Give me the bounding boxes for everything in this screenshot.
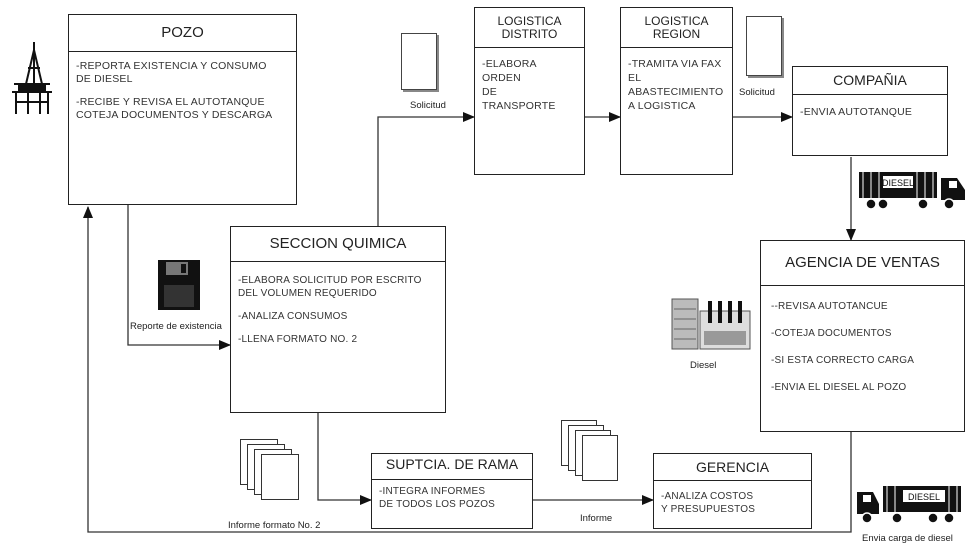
logistica-distrito-title-1: LOGISTICA: [497, 13, 562, 28]
pozo-line-1: -REPORTA EXISTENCIA Y CONSUMO: [76, 60, 267, 72]
region-line-1: -TRAMITA VIA FAX: [628, 58, 722, 70]
distrito-line-1: -ELABORA ORDEN: [482, 58, 537, 84]
agencia-line-5: -SI ESTA CORRECTO CARGA: [771, 355, 915, 366]
distrito-line-2: DE: [482, 86, 497, 98]
logistica-region-title-2: REGION: [652, 26, 701, 41]
solicitud-caption-2: Solicitud: [739, 87, 775, 98]
seccion-line-4: -ANALIZA CONSUMOS: [238, 311, 348, 322]
diesel-truck-icon: DIESEL: [859, 172, 965, 210]
gerencia-box: GERENCIA -ANALIZA COSTOS Y PRESUPUESTOS: [653, 453, 812, 529]
envia-carga-caption: Envia carga de diesel: [862, 533, 953, 544]
pozo-line-2: DE DIESEL: [76, 73, 133, 85]
truck-label: DIESEL: [882, 178, 914, 188]
logistica-region-title-1: LOGISTICA: [644, 13, 709, 28]
logistica-distrito-box: LOGISTICA DISTRITO -ELABORA ORDEN DE TRA…: [474, 7, 585, 175]
pozo-box: POZO -REPORTA EXISTENCIA Y CONSUMO DE DI…: [68, 14, 297, 205]
pozo-line-5: COTEJA DOCUMENTOS Y DESCARGA: [76, 109, 273, 121]
compania-line-1: -ENVIA AUTOTANQUE: [800, 106, 913, 118]
oil-platform-icon: [12, 42, 52, 114]
solicitud-document-icon-2: [746, 16, 782, 76]
suptcia-rama-box: SUPTCIA. DE RAMA -INTEGRA INFORMES DE TO…: [371, 453, 533, 529]
arrow-pozo-to-seccion: [127, 203, 231, 350]
diesel-truck-icon-bottom: DIESEL: [857, 486, 961, 524]
arrow-seccion-to-suptcia: [317, 412, 372, 505]
logistica-region-box: LOGISTICA REGION -TRAMITA VIA FAX EL ABA…: [620, 7, 733, 175]
agencia-ventas-box: AGENCIA DE VENTAS --REVISA AUTOTANCUE -C…: [760, 240, 965, 432]
diesel-storage-icon: [671, 298, 751, 350]
gerencia-line-2: Y PRESUPUESTOS: [661, 504, 756, 515]
compania-box: COMPAÑIA -ENVIA AUTOTANQUE: [792, 66, 948, 156]
arrow-seccion-to-distrito: [377, 112, 475, 226]
pozo-line-4: -RECIBE Y REVISA EL AUTOTANQUE: [76, 96, 265, 108]
gerencia-title: GERENCIA: [654, 454, 811, 481]
suptcia-title: SUPTCIA. DE RAMA: [372, 454, 532, 480]
seccion-quimica-title: SECCION QUIMICA: [231, 227, 445, 262]
region-line-4: A LOGISTICA: [628, 100, 696, 112]
agencia-line-3: -COTEJA DOCUMENTOS: [771, 328, 892, 339]
floppy-disk-icon: [158, 260, 200, 310]
suptcia-line-1: -INTEGRA INFORMES: [379, 486, 486, 497]
compania-title: COMPAÑIA: [793, 67, 947, 95]
agencia-title: AGENCIA DE VENTAS: [761, 241, 964, 286]
solicitud-document-icon: [401, 33, 437, 90]
gerencia-line-1: -ANALIZA COSTOS: [661, 491, 754, 502]
reporte-caption: Reporte de existencia: [130, 321, 222, 332]
arrow-agencia-to-pozo: [83, 206, 852, 533]
agencia-line-7: -ENVIA EL DIESEL AL POZO: [771, 382, 907, 393]
seccion-line-6: -LLENA FORMATO No. 2: [238, 334, 358, 345]
informe-formato-caption: Informe formato No. 2: [228, 520, 321, 531]
informe-caption: Informe: [580, 513, 613, 524]
logistica-distrito-title-2: DISTRITO: [501, 26, 558, 41]
truck-bottom-label: DIESEL: [908, 492, 940, 502]
diesel-caption: Diesel: [690, 360, 717, 371]
region-line-3: ABASTECIMIENTO: [628, 86, 724, 98]
seccion-line-1: -ELABORA SOLICITUD POR ESCRITO: [238, 275, 422, 286]
seccion-quimica-box: SECCION QUIMICA -ELABORA SOLICITUD POR E…: [230, 226, 446, 413]
agencia-line-1: --REVISA AUTOTANCUE: [771, 301, 888, 312]
region-line-2: EL: [628, 72, 642, 84]
pozo-title: POZO: [69, 15, 296, 52]
seccion-line-2: DEL VOLUMEN REQUERIDO: [238, 288, 377, 299]
solicitud-caption-1: Solicitud: [410, 100, 446, 111]
suptcia-line-2: DE TODOS LOS POZOS: [379, 499, 496, 510]
distrito-line-3: TRANSPORTE: [482, 100, 556, 112]
